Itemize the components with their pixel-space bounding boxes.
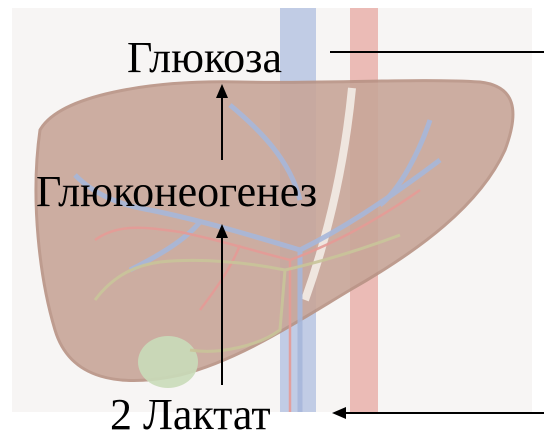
gallbladder bbox=[138, 336, 198, 388]
label-gluconeogenesis: Глюконеогенез bbox=[36, 170, 317, 214]
label-glucose: Глюкоза bbox=[127, 36, 282, 80]
label-lactate: 2 Лактат bbox=[110, 393, 271, 437]
